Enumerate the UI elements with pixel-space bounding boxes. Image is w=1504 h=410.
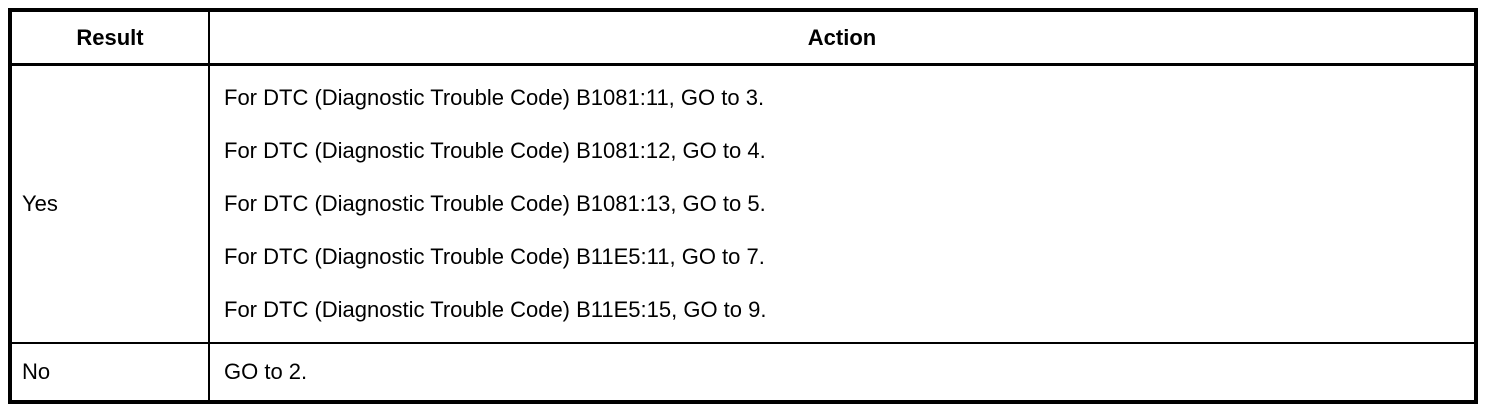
result-cell-no: No (12, 344, 210, 400)
action-cell-yes: For DTC (Diagnostic Trouble Code) B1081:… (210, 66, 1474, 342)
action-line-go-to-2: GO to 2. (224, 359, 308, 384)
result-column-header: Result (12, 12, 210, 63)
table-row-no: No GO to 2. (12, 344, 1474, 400)
table-row-yes: Yes For DTC (Diagnostic Trouble Code) B1… (12, 66, 1474, 344)
action-line-dtc-b1081-12: For DTC (Diagnostic Trouble Code) B1081:… (224, 138, 766, 163)
result-cell-yes: Yes (12, 66, 210, 342)
action-line-dtc-b11e5-15: For DTC (Diagnostic Trouble Code) B11E5:… (224, 297, 767, 322)
action-line-dtc-b1081-11: For DTC (Diagnostic Trouble Code) B1081:… (224, 85, 765, 110)
table-header-row: Result Action (12, 12, 1474, 66)
action-line-dtc-b11e5-11: For DTC (Diagnostic Trouble Code) B11E5:… (224, 244, 765, 269)
diagnostic-result-action-table: Result Action Yes For DTC (Diagnostic Tr… (8, 8, 1478, 404)
action-column-header: Action (807, 24, 877, 50)
action-cell-no: GO to 2. (210, 344, 1474, 400)
action-line-dtc-b1081-13: For DTC (Diagnostic Trouble Code) B1081:… (224, 191, 766, 216)
